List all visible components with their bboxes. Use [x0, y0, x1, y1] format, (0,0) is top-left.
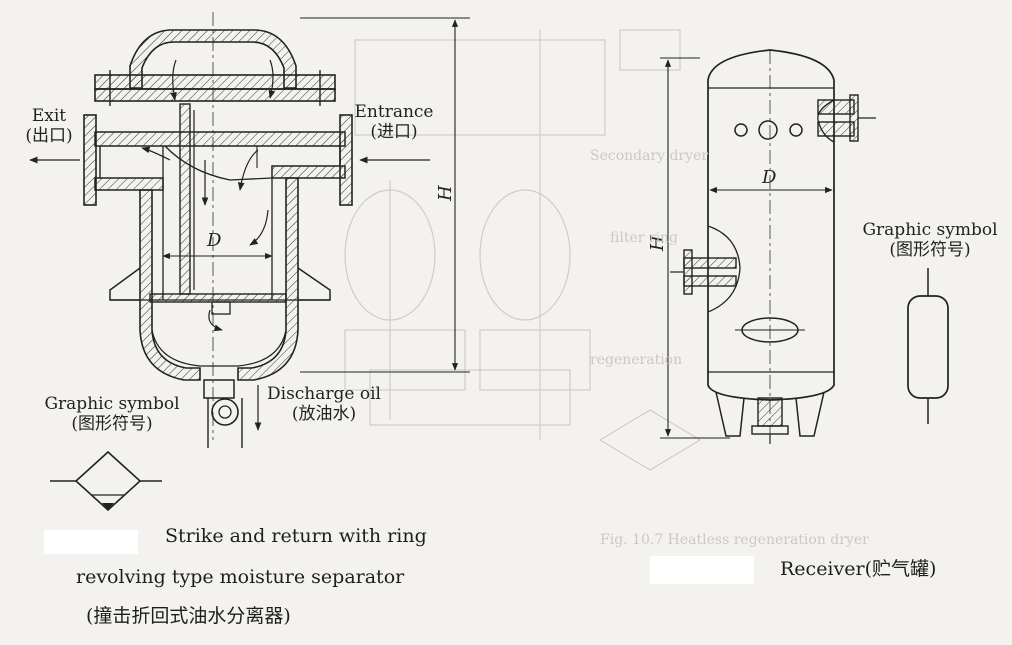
discharge-oil-label-cn: (放油水) [291, 404, 357, 424]
exit-label-en: Exit [31, 106, 67, 126]
separator-graphic-symbol-label-cn: (图形符号) [71, 414, 153, 434]
entrance-label-cn: (进口) [370, 122, 418, 142]
ghost-text: regeneration [590, 352, 683, 368]
separator-caption-line-1: Strike and return with ring [165, 525, 427, 547]
ghost-text: Secondary dryer [590, 148, 709, 164]
ghost-background-drawings [344, 29, 702, 471]
entrance-label-en: Entrance [354, 102, 434, 122]
ghost-text: Fig. 10.7 Heatless regeneration dryer [600, 532, 869, 548]
receiver-graphic-symbol-label: Graphic symbol (图形符号) [858, 220, 1002, 260]
whiteout-patch [44, 530, 138, 554]
separator-graphic-symbol-label: Graphic symbol (图形符号) [40, 394, 184, 434]
separator-graphic-symbol-label-en: Graphic symbol [44, 394, 180, 414]
ghost-text: filter ring [610, 230, 679, 246]
receiver-dim-h-label: H [647, 235, 668, 252]
receiver-graphic-symbol-label-cn: (图形符号) [889, 240, 971, 260]
separator-caption-line-3: (撞击折回式油水分离器) [86, 605, 291, 627]
receiver-dim-d-label: D [761, 167, 777, 188]
exit-label-cn: (出口) [25, 126, 73, 146]
separator-caption-line-2: revolving type moisture separator [76, 566, 405, 588]
discharge-oil-label: Discharge oil (放油水) [262, 384, 386, 424]
separator-graphic-symbol [50, 450, 162, 512]
receiver-caption: Receiver(贮气罐) [780, 558, 937, 580]
discharge-oil-label-en: Discharge oil [267, 384, 381, 404]
receiver-graphic-symbol [907, 268, 949, 424]
receiver-graphic-symbol-label-en: Graphic symbol [862, 220, 998, 240]
separator-dim-h-label: H [435, 185, 456, 202]
separator-dim-d-label: D [206, 230, 222, 251]
entrance-label: Entrance (进口) [352, 102, 436, 142]
moisture-separator-drawing [29, 12, 470, 512]
receiver-drawing [660, 49, 949, 444]
exit-label: Exit (出口) [14, 106, 84, 146]
whiteout-patch [650, 556, 754, 584]
